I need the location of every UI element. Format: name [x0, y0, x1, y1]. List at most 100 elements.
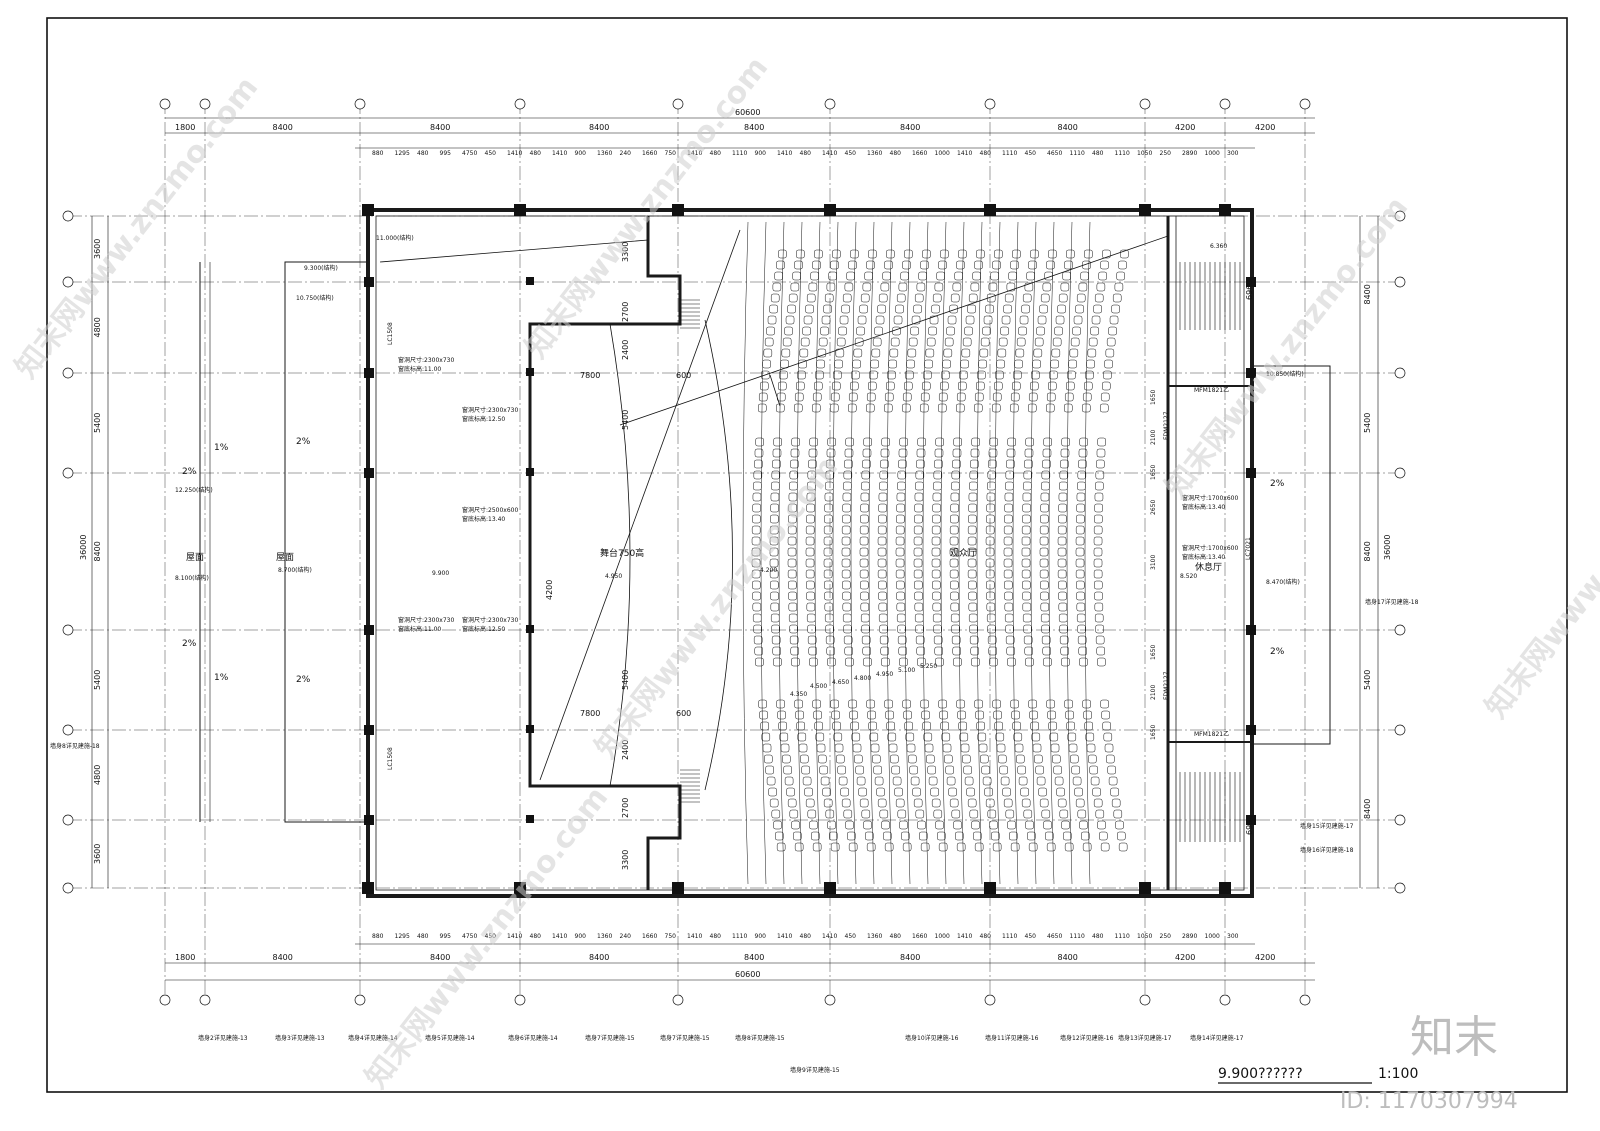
seat: [768, 787, 777, 797]
seat: [1003, 569, 1013, 579]
detail-dimension: 1360: [867, 150, 882, 157]
seat: [788, 580, 797, 590]
seat: [1039, 798, 1049, 808]
seat: [1095, 635, 1105, 645]
detail-dimension: 250: [1160, 933, 1172, 940]
seat: [1036, 776, 1046, 786]
axis-bubble: [824, 98, 836, 110]
seat: [762, 743, 772, 753]
seat: [814, 381, 823, 391]
seat: [1042, 282, 1052, 292]
span-dimension: 8400: [430, 123, 450, 132]
seat: [992, 392, 1002, 402]
seat: [772, 459, 781, 469]
seat: [1104, 743, 1114, 753]
seat: [1118, 260, 1127, 270]
axis-bubble: [514, 98, 526, 110]
seat: [1078, 448, 1088, 458]
seat: [807, 635, 817, 645]
seat: [920, 260, 929, 270]
seat: [916, 282, 926, 292]
seat: [867, 710, 876, 720]
seat: [1064, 392, 1074, 402]
seat: [782, 337, 792, 347]
room-label: 舞台750高: [600, 547, 644, 559]
seat: [942, 743, 952, 753]
seat: [1064, 260, 1073, 270]
seat: [1057, 547, 1067, 557]
seat: [895, 798, 905, 808]
elevation-mark: 10.850(结构): [1266, 370, 1304, 378]
seat: [870, 359, 879, 369]
seat: [1084, 381, 1093, 391]
seat: [793, 403, 803, 413]
seat: [775, 403, 785, 413]
seat: [754, 646, 764, 656]
seat: [881, 820, 890, 830]
seat: [842, 503, 851, 513]
seat: [1103, 370, 1112, 380]
detail-dimension: 1295: [395, 933, 410, 940]
door-label: LC7021: [1245, 537, 1252, 560]
seat: [1067, 732, 1077, 742]
seat-row-line: [976, 221, 983, 885]
seat: [850, 721, 859, 731]
seat: [771, 624, 780, 634]
seat: [1040, 503, 1049, 513]
aisle-dimension: 2100: [1150, 685, 1157, 700]
seat: [773, 657, 782, 667]
seat: [906, 743, 916, 753]
seat: [1028, 842, 1038, 852]
detail-dimension: 1050: [1137, 150, 1152, 157]
seat: [871, 348, 881, 358]
seat: [1038, 787, 1047, 797]
seat: [938, 392, 948, 402]
seat: [1095, 470, 1105, 480]
seat: [754, 459, 763, 469]
seat: [982, 776, 992, 786]
seat: [914, 602, 924, 612]
detail-dimension: 995: [440, 933, 452, 940]
seat: [1004, 492, 1014, 502]
seat: [829, 403, 839, 413]
seat: [770, 580, 779, 590]
axis-bubble: [1394, 724, 1406, 736]
seat: [1057, 304, 1066, 314]
seat: [967, 569, 977, 579]
seat: [856, 776, 866, 786]
seat: [823, 558, 833, 568]
stair-dimension: 6960: [1245, 815, 1254, 835]
seat: [969, 809, 979, 819]
seat: [789, 809, 799, 819]
seat: [761, 370, 770, 380]
seat: [960, 359, 969, 369]
seat: [1005, 635, 1015, 645]
seat: [896, 580, 905, 590]
seat: [891, 765, 900, 775]
seat: [949, 304, 958, 314]
seat: [1048, 249, 1057, 259]
seat: [877, 558, 887, 568]
seat: [842, 591, 851, 601]
seat: [848, 699, 857, 709]
wall-section-reference: 墙身13详见建施-17: [1118, 1034, 1172, 1042]
seat: [1082, 392, 1092, 402]
seat-row-line: [958, 221, 965, 885]
seat: [950, 293, 960, 303]
seat: [1096, 646, 1106, 656]
seat: [1080, 271, 1089, 281]
seat: [1100, 699, 1109, 709]
seat: [780, 359, 789, 369]
seat: [862, 282, 872, 292]
axis-bubble: [62, 814, 74, 826]
seat: [834, 743, 844, 753]
seat: [877, 547, 887, 557]
seat: [980, 754, 989, 764]
seat: [1068, 743, 1078, 753]
axis-bubble: [1299, 98, 1311, 110]
seat: [967, 304, 976, 314]
span-dimension: 8400: [1058, 953, 1078, 962]
seat: [1070, 337, 1080, 347]
seat: [757, 403, 767, 413]
aisle-dimension: 1650: [1150, 390, 1157, 405]
